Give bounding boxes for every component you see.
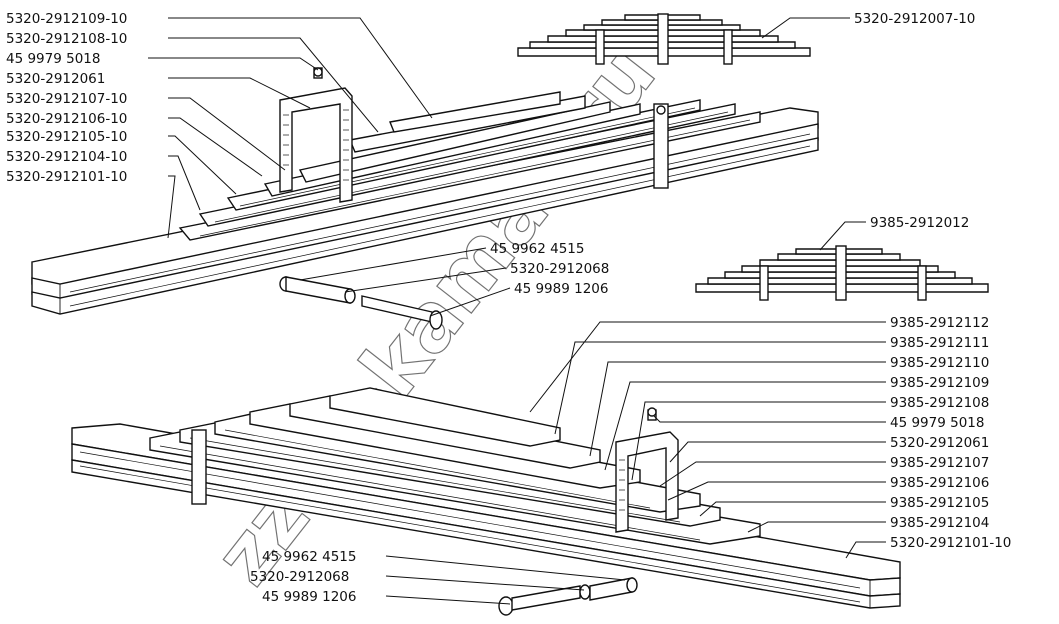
callout-lower-right-5: 9385-2912108 bbox=[890, 395, 989, 411]
callout-upper-center-1: 45 9962 4515 bbox=[490, 241, 584, 257]
inset-middle-label: 9385-2912012 bbox=[870, 215, 969, 231]
callout-lower-right-3: 9385-2912110 bbox=[890, 355, 989, 371]
callout-lower-right-1: 9385-2912112 bbox=[890, 315, 989, 331]
lower-spring-assembly-drawing bbox=[71, 387, 901, 616]
callout-upper-left-6: 5320-2912106-10 bbox=[6, 111, 127, 127]
callout-lower-right-12: 5320-2912101-10 bbox=[890, 535, 1011, 551]
upper-spring-assembly-drawing bbox=[31, 67, 819, 330]
callout-upper-left-3: 45 9979 5018 bbox=[6, 51, 100, 67]
inset-top-spring-drawing bbox=[517, 13, 811, 65]
upper-center-callouts: 45 9962 4515 5320-2912068 45 9989 1206 bbox=[490, 241, 609, 297]
callout-lower-right-10: 9385-2912105 bbox=[890, 495, 989, 511]
lower-left-callouts: 45 9962 4515 5320-2912068 45 9989 1206 bbox=[250, 549, 356, 605]
callout-upper-left-7: 5320-2912105-10 bbox=[6, 129, 127, 145]
inset-middle-spring-drawing bbox=[695, 245, 989, 301]
callout-upper-left-1: 5320-2912109-10 bbox=[6, 11, 127, 27]
callout-lower-right-6: 45 9979 5018 bbox=[890, 415, 984, 431]
callout-lower-left-3: 45 9989 1206 bbox=[262, 589, 356, 605]
callout-upper-center-2: 5320-2912068 bbox=[510, 261, 609, 277]
callout-lower-right-4: 9385-2912109 bbox=[890, 375, 989, 391]
callout-upper-left-4: 5320-2912061 bbox=[6, 71, 105, 87]
lower-right-callouts: 9385-2912112 9385-2912111 9385-2912110 9… bbox=[890, 315, 1011, 551]
callout-upper-center-3: 45 9989 1206 bbox=[514, 281, 608, 297]
callout-lower-left-2: 5320-2912068 bbox=[250, 569, 349, 585]
callout-upper-left-9: 5320-2912101-10 bbox=[6, 169, 127, 185]
callout-lower-right-11: 9385-2912104 bbox=[890, 515, 989, 531]
callout-lower-right-9: 9385-2912106 bbox=[890, 475, 989, 491]
leader-lines bbox=[148, 17, 886, 605]
callout-lower-right-2: 9385-2912111 bbox=[890, 335, 989, 351]
inset-top-label: 5320-2912007-10 bbox=[854, 11, 975, 27]
callout-upper-left-2: 5320-2912108-10 bbox=[6, 31, 127, 47]
callout-upper-left-8: 5320-2912104-10 bbox=[6, 149, 127, 165]
callout-lower-right-8: 9385-2912107 bbox=[890, 455, 989, 471]
callout-upper-left-5: 5320-2912107-10 bbox=[6, 91, 127, 107]
callout-lower-left-1: 45 9962 4515 bbox=[262, 549, 356, 565]
callout-lower-right-7: 5320-2912061 bbox=[890, 435, 989, 451]
upper-left-callouts: 5320-2912109-10 5320-2912108-10 45 9979 … bbox=[6, 11, 127, 185]
